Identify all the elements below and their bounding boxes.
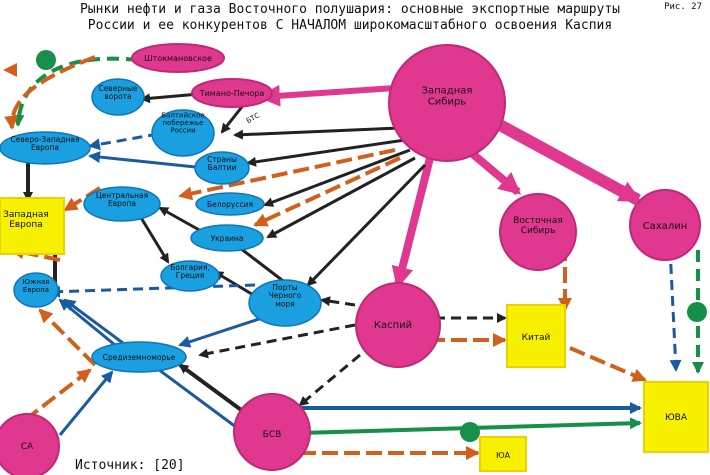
markets: [0, 78, 322, 373]
node-porty: [248, 279, 322, 327]
node-sa: [0, 413, 60, 475]
oil-routes: [23, 90, 427, 417]
regions: [0, 197, 709, 472]
arrow-kitay-yuva: [569, 346, 647, 382]
arrow-timan-baltic: [220, 102, 247, 134]
arrow-bsv-sred: [178, 363, 250, 417]
node-bsv: [233, 393, 311, 471]
source-note: Источник: [20]: [75, 458, 185, 473]
label-kitay: Китай: [522, 333, 551, 343]
arrow-zs-central: [178, 148, 396, 201]
arrow-sred-yuzhnaya-or: [38, 308, 97, 367]
arrow-zs-belorussia: [263, 148, 411, 207]
title-line-1: Рынки нефти и газа Восточного полушария:…: [79, 2, 621, 17]
figure-label: Рис. 27: [664, 2, 702, 12]
arrow-zs-sakhalin: [484, 112, 642, 206]
label-shtokmanovskoe: Штокмановское: [144, 54, 212, 63]
label-belorussiya: Белоруссия: [207, 200, 253, 209]
label-sakhalin: Сахалин: [643, 221, 688, 232]
arrow-sa-sred-or: [23, 368, 92, 422]
arrow-porty-bolgaria: [213, 270, 256, 298]
label-sredizemnomorie: Средиземноморье: [103, 353, 176, 362]
arrow-kaspiy-porty: [320, 296, 356, 307]
arrow-porty-yuzhnaya: [48, 283, 256, 298]
lng-plants: [36, 50, 707, 442]
label-ukraina: Украина: [211, 234, 244, 243]
blue-routes: [48, 132, 682, 436]
arrow-zs-ukraina-or: [253, 156, 401, 227]
producers: [0, 43, 701, 475]
arrow-kaspiy-sred: [198, 323, 356, 359]
arrow-zs-baltic: [233, 126, 401, 140]
arrow-zs-timan: [258, 84, 396, 107]
arrow-zs-baltii: [246, 138, 406, 167]
arrow-zs-porty: [306, 163, 427, 287]
node-zapadnaya-sibir: [388, 44, 506, 162]
region-kitay: [506, 304, 566, 368]
region-zapadnaya-evropa: [0, 197, 65, 255]
node-severo-zapadnaya: [0, 131, 91, 165]
node-bolgariya: [160, 260, 220, 292]
arrow-sakhalin-yuva: [668, 247, 682, 372]
arrow-kaspiy-bsv: [298, 353, 361, 407]
node-baltiyskoe: [151, 109, 215, 157]
arrow-sa-sred: [58, 370, 114, 436]
node-severnye-vorota: [91, 78, 145, 116]
label-sa: СА: [21, 442, 34, 452]
label-timan-pechora: Тимано-Печора: [199, 89, 265, 98]
label-bolgariya: Болгария,Греция: [170, 263, 210, 280]
label-bsv: БСВ: [263, 430, 282, 440]
title-line-2: России и ее конкурентов С НАЧАЛОМ широко…: [87, 18, 613, 33]
label-yua: ЮА: [496, 451, 511, 460]
arrow-timan-sz-or: [4, 55, 96, 130]
label-kaspiy: Каспий: [374, 320, 412, 331]
node-timan-pechora: [191, 78, 273, 108]
region-yuva: [643, 381, 709, 453]
arrow-shtok-szeurope: [12, 56, 139, 127]
node-sredizemnomorie: [91, 341, 187, 373]
lng-plant-sakhalin: [687, 302, 707, 322]
node-sakhalin: [629, 189, 701, 261]
oil-dashed-routes: [198, 296, 507, 407]
region-yua: [479, 436, 527, 472]
lng-plant-shtok: [36, 50, 56, 70]
label-yuva: ЮВА: [665, 413, 688, 423]
node-yuzhnaya: [13, 272, 59, 308]
arrow-zs-ukraina: [266, 156, 416, 239]
node-vostochnaya-sibir: [499, 193, 577, 271]
arrow-baltic-szeurope: [88, 132, 159, 151]
arrow-porty-sred: [178, 316, 263, 348]
node-belorussiya: [195, 192, 265, 216]
lng-plant-bsv: [460, 422, 480, 442]
arrow-zs-kaspiy: [391, 149, 436, 289]
node-tsentralnaya: [83, 186, 161, 222]
arrow-baltii-szeurope: [88, 151, 206, 170]
node-shtokmanovskoe: [131, 43, 225, 73]
node-kaspiy: [355, 282, 441, 368]
arrow-central-bolgaria: [138, 215, 170, 264]
node-strany-baltii: [194, 151, 250, 185]
label-bts: БТС: [245, 111, 261, 125]
node-ukraina: [190, 224, 264, 252]
